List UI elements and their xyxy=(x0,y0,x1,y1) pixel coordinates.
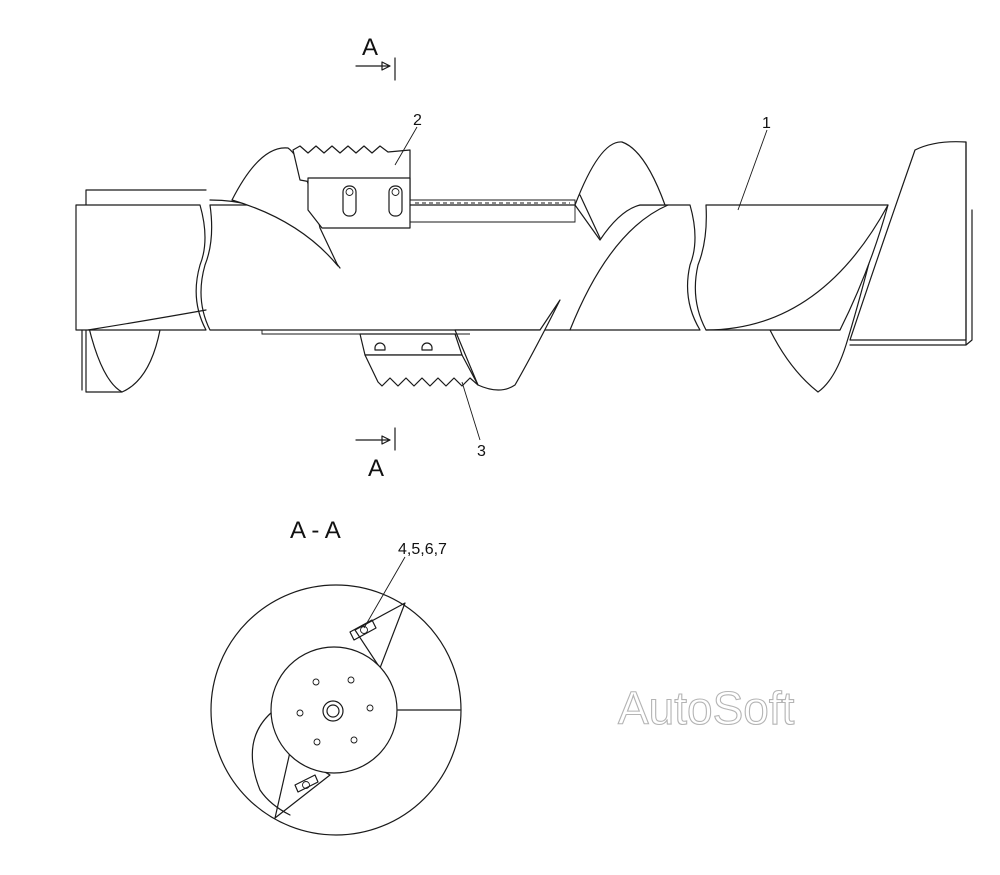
knife-3-blade xyxy=(364,354,479,387)
section-marker-bottom: A xyxy=(355,427,396,482)
second-flight-upper xyxy=(574,141,666,241)
knife-2-slot-right xyxy=(388,185,403,217)
knife-bolt-lower xyxy=(302,781,310,789)
knife-3-plate xyxy=(359,333,463,356)
section-view-title: A - A xyxy=(290,517,341,544)
hub-hole xyxy=(347,676,355,684)
callout-2: 2 xyxy=(413,112,422,129)
left-end-plate xyxy=(85,189,207,206)
second-flight-lower xyxy=(454,299,561,391)
hub-hole xyxy=(312,678,320,686)
knife-3-hole-left xyxy=(374,342,386,351)
auger-side-view: 1 2 3 A A xyxy=(75,34,973,482)
section-letter-top: A xyxy=(362,34,378,61)
second-flight-diagonal xyxy=(579,194,601,239)
tube-left-segment xyxy=(75,204,207,331)
knife-mount-upper xyxy=(349,619,377,641)
right-flight xyxy=(849,141,967,341)
knife-2-bolt-left xyxy=(345,188,354,196)
upper-knife-blade xyxy=(354,602,406,669)
callout-3: 3 xyxy=(477,443,486,460)
callout-1: 1 xyxy=(762,115,771,132)
knife-2-slot-left xyxy=(342,185,357,217)
leader-1 xyxy=(737,129,768,211)
knife-2-plate xyxy=(307,177,411,229)
hub-hole xyxy=(313,738,321,746)
hub-hole xyxy=(366,704,374,712)
section-view-a-a: A - A 4,5,6,7 xyxy=(210,517,462,836)
tube-hidden-band-top xyxy=(410,199,576,223)
watermark-logo: AutoSoft xyxy=(618,682,795,734)
knife-bolt-upper xyxy=(360,626,368,634)
knife-mount-lower xyxy=(294,774,319,793)
helix-sweep-left xyxy=(87,309,207,331)
section-marker-top: A xyxy=(355,34,396,81)
right-end-edge xyxy=(849,141,973,346)
leader-4-7 xyxy=(363,556,406,629)
knife-2 xyxy=(292,145,411,229)
tube-main-segment xyxy=(200,204,701,331)
callout-4-5-6-7: 4,5,6,7 xyxy=(398,541,447,558)
leader-2 xyxy=(394,126,418,166)
knife-3 xyxy=(359,333,479,387)
tube-right-segment xyxy=(694,204,889,331)
section-arrow-top xyxy=(355,57,396,81)
section-letter-bottom: A xyxy=(368,455,384,482)
leader-3 xyxy=(461,381,481,441)
knife-3-hole-right xyxy=(421,342,433,351)
section-arrow-bottom xyxy=(355,427,396,451)
hub-hole xyxy=(296,709,304,717)
helix-sweep-right xyxy=(569,204,669,331)
knife-2-bolt-right xyxy=(391,188,400,196)
helix-sweep-far xyxy=(705,204,889,331)
shaft-bore-inner xyxy=(326,704,340,718)
hub-hole xyxy=(350,736,358,744)
